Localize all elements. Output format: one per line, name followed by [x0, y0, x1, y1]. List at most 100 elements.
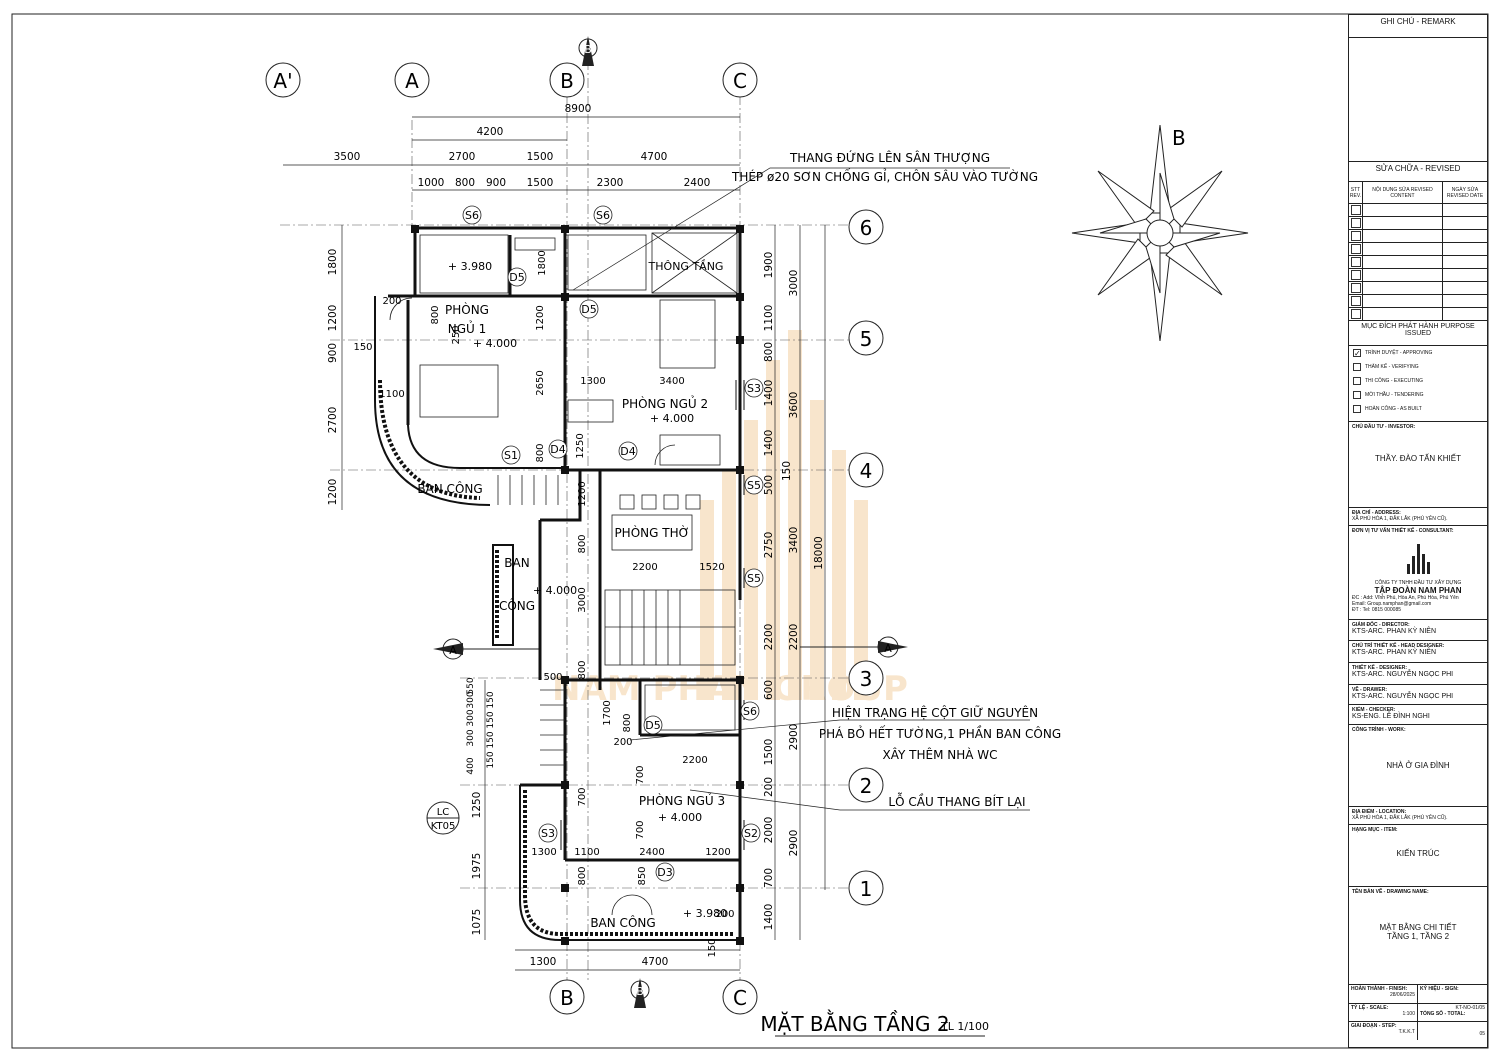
- svg-text:3500: 3500: [334, 151, 361, 163]
- svg-text:1075: 1075: [471, 909, 483, 936]
- svg-text:2650: 2650: [535, 370, 546, 395]
- room-labels: PHÒNG NGỦ 1 + 4.000 PHÒNG NGỦ 2 + 4.000 …: [417, 259, 727, 930]
- furniture: [389, 232, 738, 916]
- svg-text:1900: 1900: [763, 252, 775, 279]
- title-block: GHI CHÚ - REMARK SỬA CHỮA - REVISED STT …: [1348, 14, 1488, 1048]
- room-label: BAN: [504, 556, 529, 570]
- svg-text:S6: S6: [743, 705, 757, 718]
- right-dims: 1900 1100 800 1400 1400 500 2750 2200 60…: [763, 252, 825, 931]
- svg-text:1200: 1200: [535, 305, 546, 330]
- svg-text:1520: 1520: [699, 562, 724, 573]
- svg-text:1200: 1200: [327, 305, 339, 332]
- room-label: PHÒNG NGỦ 2: [622, 395, 708, 411]
- svg-text:600: 600: [763, 680, 775, 700]
- room-label: PHÒNG: [445, 302, 489, 317]
- grid-letter: C: [733, 69, 747, 93]
- checkbox-checked-icon[interactable]: ✓: [1353, 349, 1361, 358]
- walls: [374, 226, 742, 945]
- svg-text:A: A: [884, 642, 892, 655]
- svg-text:150: 150: [486, 751, 496, 768]
- section-arrow-b: [582, 36, 594, 66]
- svg-text:300: 300: [466, 729, 476, 746]
- grid-numbers: 6 5 4 3 2 1: [860, 216, 873, 901]
- svg-text:B: B: [1172, 126, 1186, 150]
- svg-text:4700: 4700: [642, 956, 669, 968]
- svg-text:A: A: [449, 644, 457, 657]
- svg-text:2700: 2700: [327, 407, 339, 434]
- svg-text:1800: 1800: [327, 249, 339, 276]
- left-dimension-lines: [341, 225, 486, 940]
- annotations: THANG ĐỨNG LÊN SÂN THƯỢNG THÉP ø20 SƠN C…: [731, 150, 1061, 809]
- svg-text:8900: 8900: [565, 103, 592, 115]
- svg-text:S2: S2: [744, 827, 758, 840]
- svg-text:1100: 1100: [574, 847, 599, 858]
- svg-text:1100: 1100: [763, 305, 775, 332]
- svg-text:XÂY THÊM NHÀ WC: XÂY THÊM NHÀ WC: [882, 747, 997, 762]
- svg-text:2000: 2000: [763, 817, 775, 844]
- svg-text:1500: 1500: [763, 739, 775, 766]
- svg-text:1000: 1000: [418, 177, 445, 189]
- address-cell: ĐỊA CHỈ - ADDRESS: XÃ PHÚ HÒA 1, ĐẮK LẮK…: [1349, 508, 1487, 526]
- grid-letter: B: [560, 986, 574, 1010]
- purpose-approving[interactable]: ✓TRÌNH DUYỆT - APPROVING: [1353, 349, 1433, 358]
- svg-text:D5: D5: [581, 303, 596, 316]
- section-callout-lc: LC KT05: [426, 801, 460, 835]
- svg-text:800: 800: [535, 443, 546, 462]
- svg-text:2700: 2700: [449, 151, 476, 163]
- purpose-header: MỤC ĐÍCH PHÁT HÀNH PURPOSE ISSUED: [1349, 321, 1487, 346]
- level-mark: + 4.000: [658, 811, 702, 824]
- grid-letter: C: [733, 986, 747, 1010]
- checkbox-icon[interactable]: [1353, 391, 1361, 399]
- svg-text:500: 500: [763, 475, 775, 495]
- svg-text:3000: 3000: [577, 587, 588, 612]
- room-label: PHÒNG NGỦ 3: [639, 792, 725, 808]
- work-cell: CÔNG TRÌNH - WORK: NHÀ Ở GIA ĐÌNH: [1349, 725, 1487, 807]
- purpose-as-built[interactable]: HOÀN CÔNG - AS BUILT: [1349, 402, 1487, 416]
- svg-text:2200: 2200: [632, 562, 657, 573]
- svg-text:2200: 2200: [788, 624, 800, 651]
- top-dims: 8900 4200 3500 2700 1500 4700 1000 800 9…: [334, 103, 711, 968]
- head-designer-cell: CHỦ TRÌ THIẾT KẾ - HEAD DESIGNER: KTS-AR…: [1349, 641, 1487, 663]
- drawing-scale: TL 1/100: [940, 1020, 989, 1033]
- sheet-border: [11, 13, 1489, 1049]
- svg-text:THANG ĐỨNG LÊN SÂN THƯỢNG: THANG ĐỨNG LÊN SÂN THƯỢNG: [789, 150, 990, 165]
- purpose-tendering[interactable]: MỜI THẦU - TENDERING: [1349, 388, 1487, 402]
- checkbox-icon[interactable]: [1353, 377, 1361, 385]
- checkbox-icon[interactable]: [1353, 363, 1361, 371]
- svg-text:150: 150: [781, 461, 793, 481]
- svg-text:D3: D3: [657, 866, 672, 879]
- company-logo-icon: [1401, 540, 1435, 580]
- svg-text:900: 900: [327, 343, 339, 363]
- checkbox-icon[interactable]: [1353, 405, 1361, 413]
- svg-text:800: 800: [455, 177, 475, 189]
- purpose-verifying[interactable]: THẨM KẾ - VERIFYING: [1349, 360, 1487, 374]
- location-cell: ĐỊA ĐIỂM - LOCATION: XÃ PHÚ HÒA 1, ĐẮK L…: [1349, 807, 1487, 825]
- bed-2: [659, 299, 716, 369]
- svg-text:800: 800: [430, 305, 441, 324]
- wc-tiles-1: [419, 234, 509, 294]
- svg-text:800: 800: [577, 660, 588, 679]
- level-mark: + 4.000: [533, 584, 577, 597]
- svg-text:300: 300: [466, 709, 476, 726]
- purpose-executing[interactable]: THI CÔNG - EXECUTING: [1349, 374, 1487, 388]
- svg-text:850: 850: [637, 866, 648, 885]
- section-arrow-b-bottom: [634, 978, 646, 1008]
- svg-text:2900: 2900: [788, 830, 800, 857]
- level-mark: + 4.000: [473, 337, 517, 350]
- element-tags: S6 S6 D5 D5 S3 S1 D4 D4 S5 S5 S6 D5 S3 S…: [462, 205, 764, 882]
- svg-text:2300: 2300: [597, 177, 624, 189]
- grid-bubbles-right: [848, 209, 884, 906]
- svg-text:2900: 2900: [788, 724, 800, 751]
- north-arrow: B: [1071, 124, 1249, 342]
- svg-text:6: 6: [860, 216, 873, 240]
- stair-void-dims: 400 300 300 300 550 150 150 150 150: [466, 677, 496, 774]
- svg-text:5: 5: [860, 327, 873, 351]
- svg-text:200: 200: [763, 777, 775, 797]
- drawer-cell: VẼ - DRAWER: KTS-ARC. NGUYỄN NGỌC PHI: [1349, 685, 1487, 705]
- svg-text:LỖ CẦU THANG BÍT LẠI: LỖ CẦU THANG BÍT LẠI: [888, 792, 1025, 809]
- svg-text:D4: D4: [550, 443, 565, 456]
- svg-text:700: 700: [763, 868, 775, 888]
- drawing-title: MẶT BẰNG TẦNG 2: [760, 1010, 949, 1036]
- svg-text:2400: 2400: [684, 177, 711, 189]
- svg-text:1500: 1500: [527, 151, 554, 163]
